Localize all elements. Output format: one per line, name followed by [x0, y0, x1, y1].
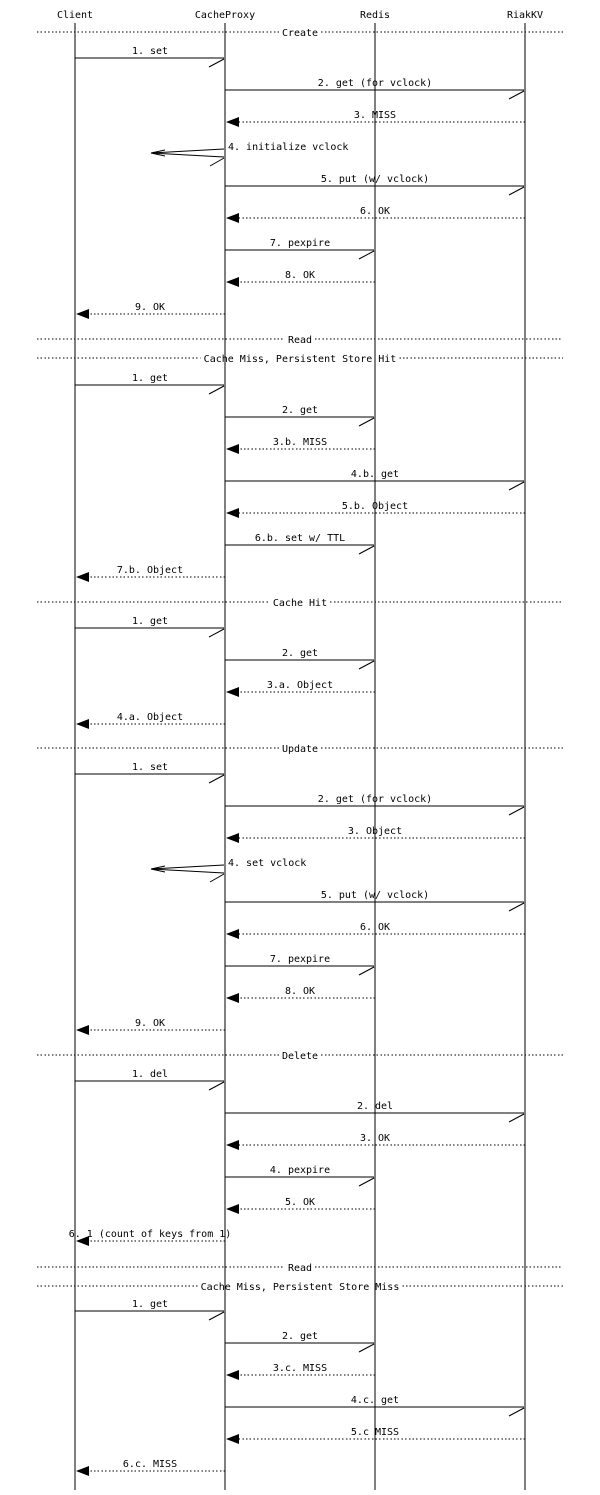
- return-arrowhead: [226, 929, 239, 939]
- call-arrowhead: [209, 157, 225, 167]
- call-arrowhead: [358, 545, 375, 555]
- message-label: 4. initialize vclock: [228, 142, 348, 153]
- message-label: 1. set: [132, 46, 168, 57]
- message-label: 1. set: [132, 762, 168, 773]
- message-label: 6. OK: [360, 206, 390, 217]
- call-arrowhead: [508, 90, 525, 100]
- participant-label-redis: Redis: [360, 10, 390, 21]
- message-label: 5.c MISS: [351, 1427, 399, 1438]
- call-arrowhead: [508, 806, 525, 816]
- return-arrowhead: [76, 309, 89, 319]
- message-label: 5. OK: [285, 1197, 315, 1208]
- return-arrowhead: [226, 277, 239, 287]
- message-label: 7. pexpire: [270, 238, 330, 249]
- call-arrowhead: [208, 58, 225, 68]
- message-label: 5. put (w/ vclock): [321, 174, 429, 185]
- message-label: 6. 1 (count of keys from 1): [69, 1229, 232, 1240]
- call-arrowhead: [358, 1177, 375, 1187]
- participant-label-riakkv: RiakKV: [507, 10, 543, 21]
- message-label: 8. OK: [285, 986, 315, 997]
- message-label: 1. get: [132, 1299, 168, 1310]
- return-arrowhead: [226, 117, 239, 127]
- return-arrowhead: [76, 1236, 89, 1246]
- message-label: 1. get: [132, 616, 168, 627]
- call-arrowhead: [508, 1407, 525, 1417]
- call-arrowhead: [358, 660, 375, 670]
- return-arrowhead: [226, 1434, 239, 1444]
- call-arrowhead: [208, 385, 225, 395]
- message-label: 4.c. get: [351, 1395, 399, 1406]
- self-message-loop: [150, 864, 225, 874]
- message-label: 7.b. Object: [117, 565, 183, 576]
- return-arrowhead: [226, 444, 239, 454]
- return-arrowhead: [226, 833, 239, 843]
- message-label: 3.c. MISS: [273, 1363, 327, 1374]
- message-label: 1. del: [132, 1069, 168, 1080]
- message-label: 9. OK: [135, 1018, 165, 1029]
- return-arrowhead: [76, 1466, 89, 1476]
- return-arrowhead: [226, 687, 239, 697]
- return-arrowhead: [76, 1025, 89, 1035]
- message-label: 4. set vclock: [228, 858, 306, 869]
- message-label: 2. get: [282, 405, 318, 416]
- message-label: 4.b. get: [351, 469, 399, 480]
- message-label: 1. get: [132, 373, 168, 384]
- return-arrowhead: [226, 213, 239, 223]
- return-arrowhead: [226, 1370, 239, 1380]
- message-label: 3. OK: [360, 1133, 390, 1144]
- section-divider-label: Create: [282, 28, 318, 39]
- message-label: 2. get: [282, 1331, 318, 1342]
- message-label: 2. get (for vclock): [318, 78, 432, 89]
- call-arrowhead: [208, 1311, 225, 1321]
- call-arrowhead: [358, 417, 375, 427]
- message-label: 9. OK: [135, 302, 165, 313]
- call-arrowhead: [358, 250, 375, 260]
- section-divider-label: Cache Miss, Persistent Store Hit: [204, 354, 397, 365]
- return-arrowhead: [76, 719, 89, 729]
- message-label: 2. del: [357, 1101, 393, 1112]
- message-label: 2. get: [282, 648, 318, 659]
- message-label: 5.b. Object: [342, 501, 408, 512]
- call-arrowhead: [358, 966, 375, 976]
- message-label: 2. get (for vclock): [318, 794, 432, 805]
- call-arrowhead: [208, 1081, 225, 1091]
- return-arrowhead: [226, 993, 239, 1003]
- section-divider-label: Cache Hit: [273, 598, 327, 609]
- call-arrowhead: [508, 1113, 525, 1123]
- message-label: 4.a. Object: [117, 712, 183, 723]
- self-message-loop: [150, 148, 225, 158]
- section-divider-label: Cache Miss, Persistent Store Miss: [201, 1282, 400, 1293]
- call-arrowhead: [358, 1343, 375, 1353]
- message-label: 8. OK: [285, 270, 315, 281]
- participant-label-cacheproxy: CacheProxy: [195, 10, 255, 21]
- section-divider-label: Read: [288, 1263, 312, 1274]
- message-label: 6.b. set w/ TTL: [255, 533, 345, 544]
- call-arrowhead: [508, 902, 525, 912]
- call-arrowhead: [209, 873, 225, 883]
- message-label: 6.c. MISS: [123, 1459, 177, 1470]
- message-label: 4. pexpire: [270, 1165, 330, 1176]
- participant-label-client: Client: [57, 10, 93, 21]
- message-label: 3.a. Object: [267, 680, 333, 691]
- section-divider-label: Update: [282, 744, 318, 755]
- message-label: 6. OK: [360, 922, 390, 933]
- message-label: 5. put (w/ vclock): [321, 890, 429, 901]
- section-divider-label: Delete: [282, 1051, 318, 1062]
- section-divider-label: Read: [288, 335, 312, 346]
- return-arrowhead: [226, 1204, 239, 1214]
- message-label: 3. MISS: [354, 110, 396, 121]
- message-label: 3.b. MISS: [273, 437, 327, 448]
- return-arrowhead: [226, 1140, 239, 1150]
- call-arrowhead: [208, 774, 225, 784]
- return-arrowhead: [76, 572, 89, 582]
- call-arrowhead: [508, 481, 525, 491]
- return-arrowhead: [226, 508, 239, 518]
- message-label: 3. Object: [348, 826, 402, 837]
- call-arrowhead: [508, 186, 525, 196]
- call-arrowhead: [208, 628, 225, 638]
- message-label: 7. pexpire: [270, 954, 330, 965]
